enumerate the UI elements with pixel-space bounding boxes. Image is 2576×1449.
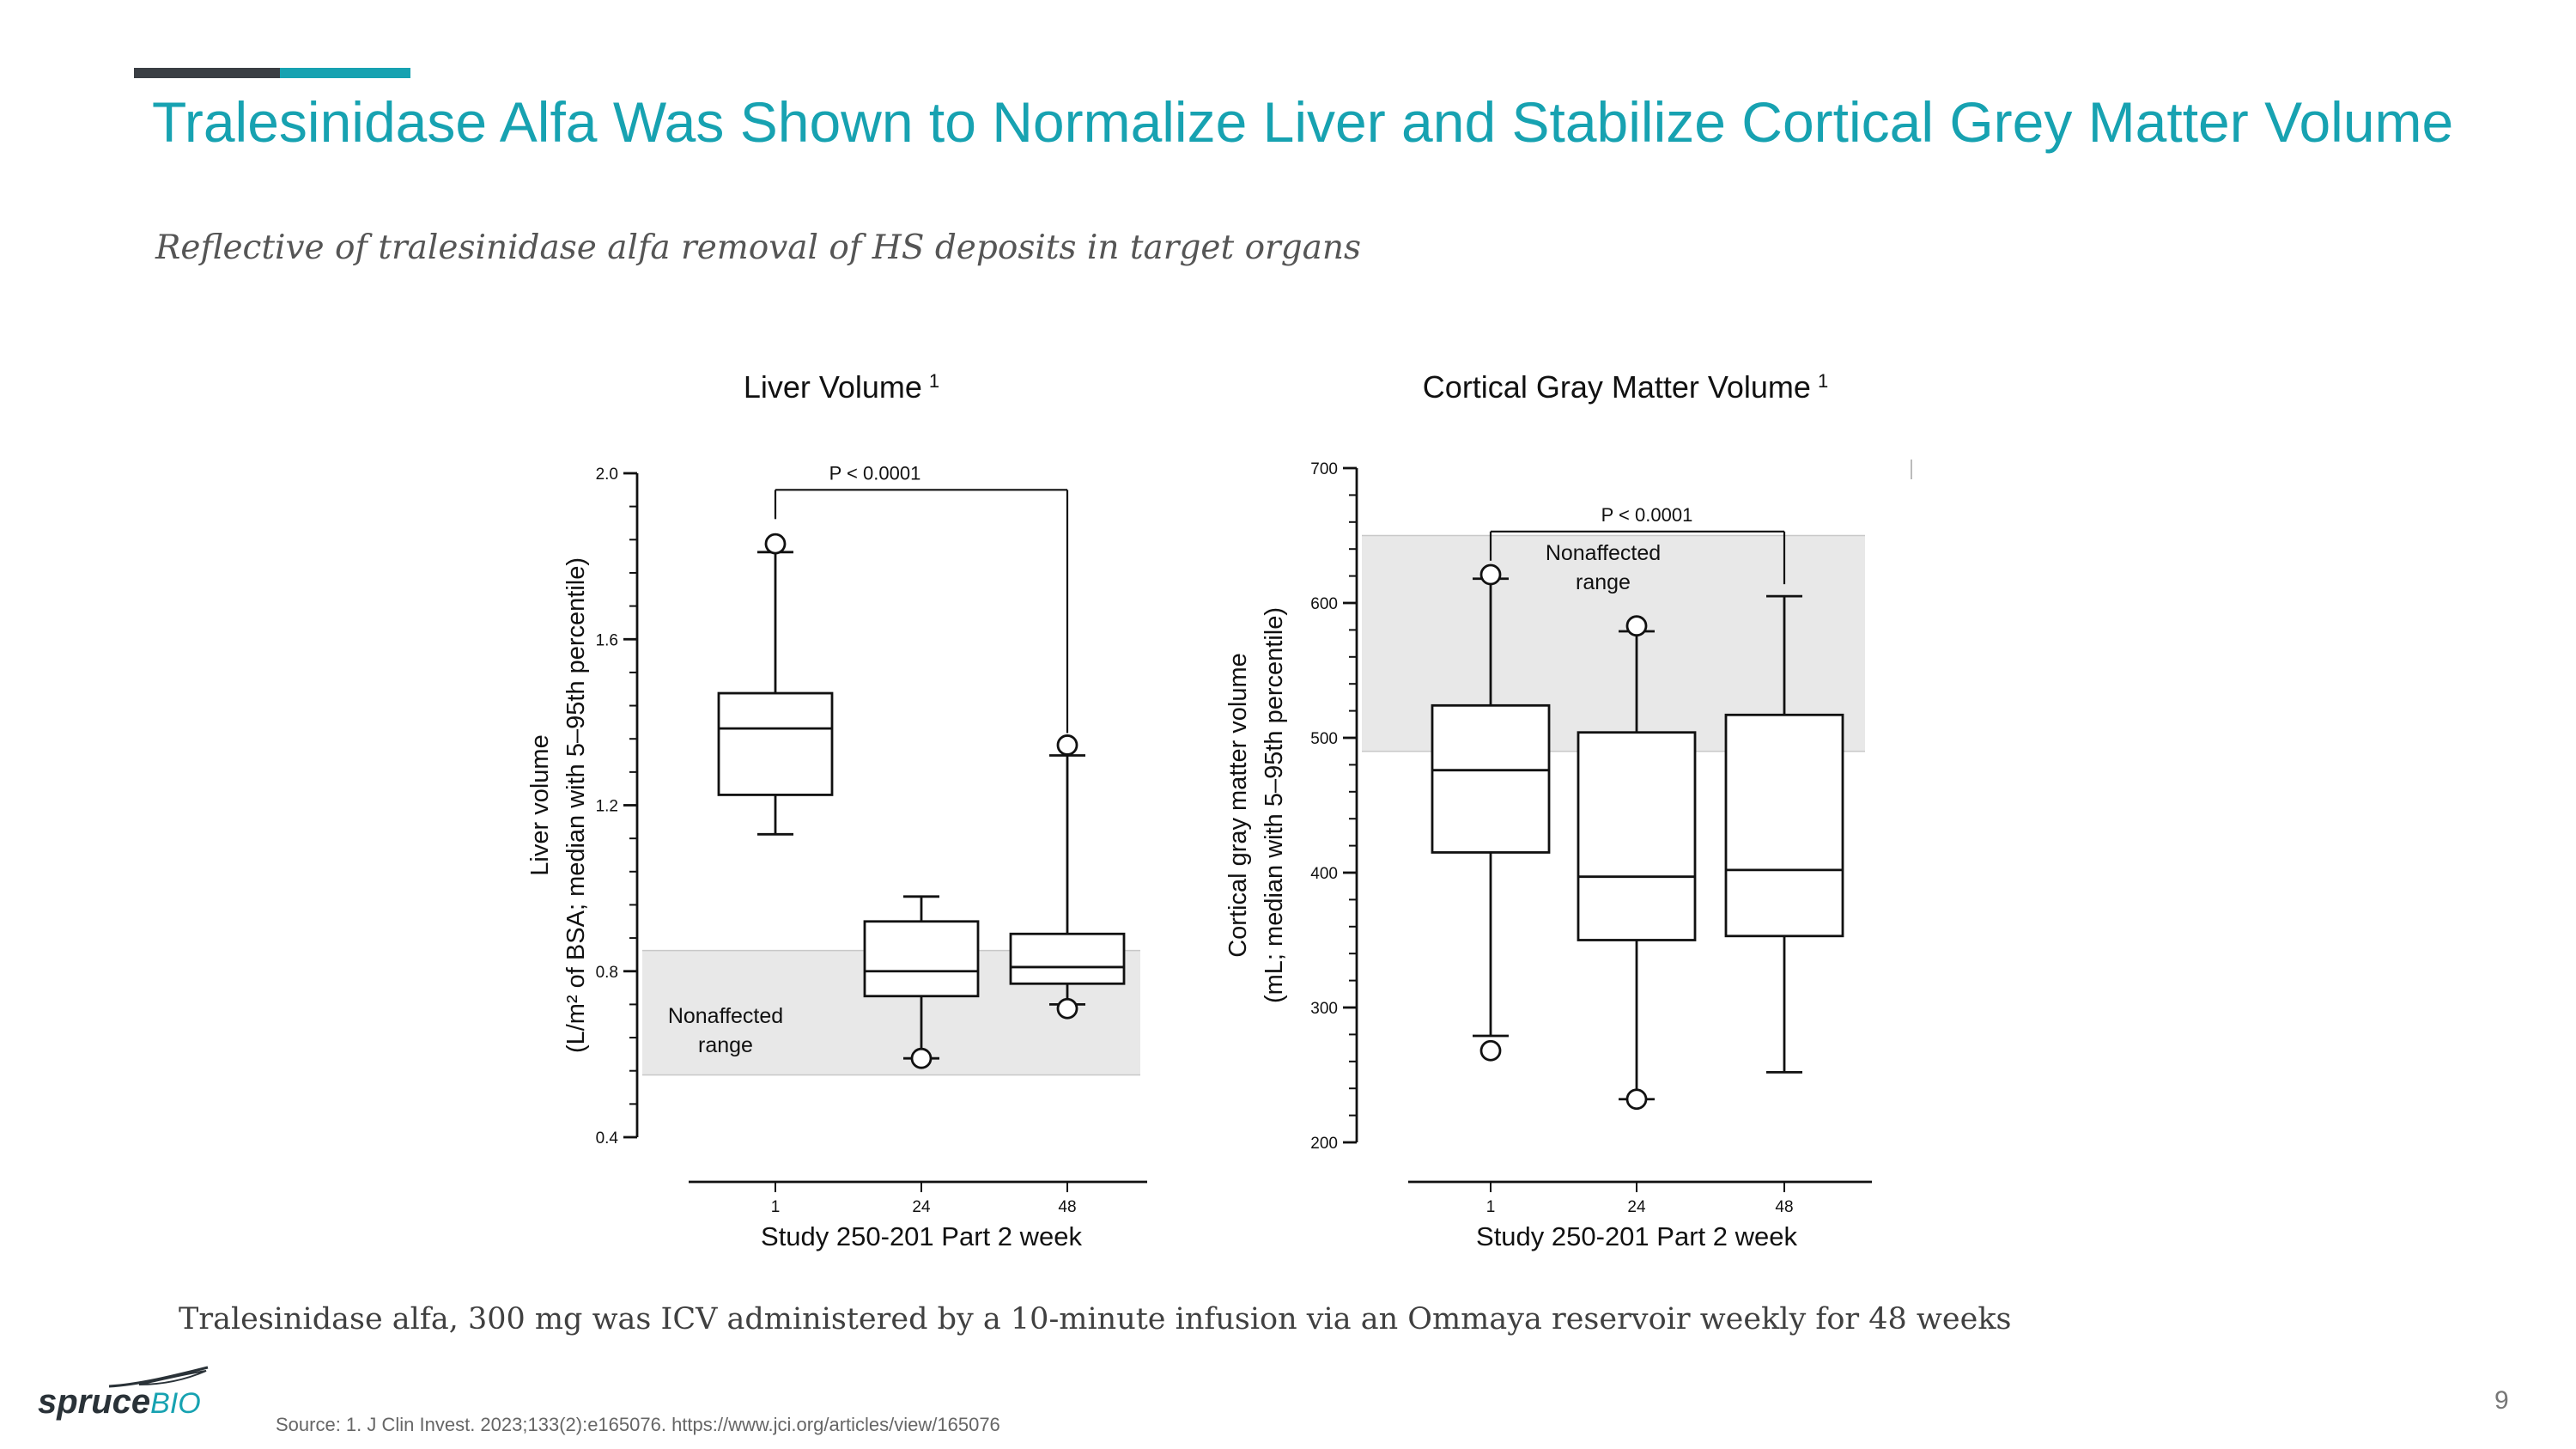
- box-outlier-point: [1625, 615, 1648, 637]
- x-tick-label: 24: [1627, 1198, 1646, 1216]
- chart-title-footnote-marker: 1: [929, 370, 939, 392]
- x-tick-label: 24: [912, 1198, 931, 1216]
- y-tick-label: 400: [1310, 865, 1338, 883]
- spruce-bio-logo: spruceBIO: [38, 1364, 235, 1433]
- pvalue-label: P < 0.0001: [829, 462, 921, 484]
- y-axis-label-line2: (L/m² of BSA; median with 5–95th percent…: [562, 557, 590, 1053]
- chart-title-footnote-marker: 1: [1818, 370, 1828, 392]
- x-axis-label: Study 250-201 Part 2 week: [761, 1221, 1082, 1251]
- x-tick-label: 48: [1775, 1198, 1793, 1216]
- x-axis-label: Study 250-201 Part 2 week: [1476, 1221, 1797, 1251]
- box-outlier-point: [910, 1047, 933, 1069]
- page-number: 9: [2494, 1386, 2509, 1415]
- logo-suffix-text: BIO: [150, 1387, 201, 1420]
- y-axis-label: Cortical gray matter volume: [1224, 653, 1252, 958]
- y-tick-label: 500: [1310, 730, 1338, 748]
- box-iqr: [717, 691, 834, 796]
- box-iqr: [1577, 731, 1697, 941]
- logo-main-text: spruce: [38, 1383, 151, 1421]
- box-outlier-point: [1479, 1039, 1502, 1062]
- box-outlier-point: [1056, 734, 1078, 756]
- x-tick-label: 48: [1058, 1198, 1076, 1216]
- y-tick-label: 1.6: [596, 631, 618, 649]
- nonaffected-range-label-line2: range: [1576, 570, 1631, 594]
- box-outlier-point: [1479, 563, 1502, 586]
- x-tick-label: 1: [771, 1198, 781, 1216]
- nonaffected-range-label-line2: range: [698, 1033, 753, 1057]
- source-citation: Source: 1. J Clin Invest. 2023;133(2):e1…: [276, 1414, 1000, 1435]
- y-tick-label: 600: [1310, 595, 1338, 613]
- box-iqr: [1009, 932, 1126, 985]
- box-iqr: [1431, 703, 1551, 854]
- y-tick-label: 0.4: [596, 1129, 619, 1148]
- nonaffected-range-label: Nonaffected: [1546, 541, 1661, 565]
- title-accent-bar: [134, 68, 410, 78]
- y-tick-label: 300: [1310, 1000, 1338, 1018]
- dosing-footnote: Tralesinidase alfa, 300 mg was ICV admin…: [179, 1302, 2012, 1336]
- slide-title: Tralesinidase Alfa Was Shown to Normaliz…: [152, 90, 2454, 154]
- logo-wing-mark: [108, 1366, 209, 1388]
- box-outlier-point: [1056, 997, 1078, 1020]
- accent-bar-dark-segment: [134, 68, 280, 78]
- y-tick-label: 0.8: [596, 964, 618, 982]
- box-outlier-point: [1625, 1088, 1648, 1111]
- y-tick-label: 200: [1310, 1135, 1338, 1153]
- pvalue-label: P < 0.0001: [1601, 504, 1693, 526]
- y-tick-label: 1.2: [596, 798, 618, 816]
- accent-bar-teal-segment: [280, 68, 410, 78]
- logo-wordmark: spruceBIO: [38, 1383, 201, 1422]
- nonaffected-range-label: Nonaffected: [668, 1004, 783, 1028]
- box-outlier-point: [764, 533, 787, 555]
- x-tick-label: 1: [1486, 1198, 1496, 1216]
- box-iqr: [1724, 713, 1844, 938]
- slide-subtitle: Reflective of tralesinidase alfa removal…: [155, 228, 1362, 267]
- y-tick-label: 700: [1310, 460, 1338, 478]
- box-iqr: [863, 920, 980, 998]
- y-tick-label: 2.0: [596, 466, 618, 484]
- y-axis-label-line2: (mL; median with 5–95th percentile): [1261, 607, 1288, 1003]
- y-axis-label: Liver volume: [526, 734, 554, 875]
